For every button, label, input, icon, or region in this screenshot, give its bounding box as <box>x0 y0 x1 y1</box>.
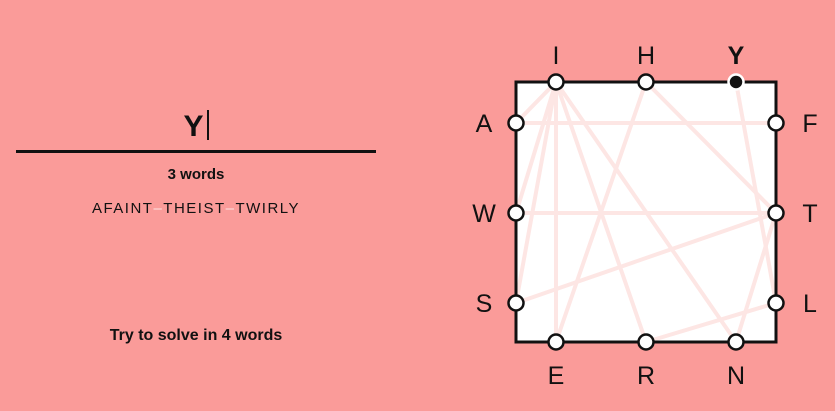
input-underline <box>16 150 376 153</box>
letter-label-e: E <box>548 362 565 390</box>
used-path-line <box>734 211 778 344</box>
letter-node-a[interactable] <box>507 114 525 132</box>
letter-node-w[interactable] <box>507 204 525 222</box>
word-separator: – <box>225 200 236 217</box>
letter-label-l: L <box>803 290 817 318</box>
letter-node-h[interactable] <box>637 73 655 91</box>
used-path-line <box>514 80 558 305</box>
letter-label-n: N <box>727 362 745 390</box>
letter-node-r[interactable] <box>637 333 655 351</box>
letter-label-s: S <box>476 290 493 318</box>
goal-text: Try to solve in 4 words <box>109 327 283 344</box>
letter-label-a: A <box>476 110 493 138</box>
letter-node-n[interactable] <box>727 333 745 351</box>
used-path-line <box>734 80 778 305</box>
used-path-line <box>514 80 558 125</box>
word-count: 3 words <box>167 166 225 183</box>
letter-label-w: W <box>472 200 496 228</box>
solved-word: AFAINT <box>91 200 154 217</box>
letter-label-t: T <box>802 200 817 228</box>
letter-node-i[interactable] <box>547 73 565 91</box>
used-path-line <box>514 80 558 215</box>
letter-label-h: H <box>637 42 655 70</box>
letter-box-board: I H Y E R N A W S F T L <box>460 30 835 400</box>
text-caret <box>206 110 209 140</box>
letter-box-svg: I H Y E R N A W S F T L <box>472 42 817 390</box>
letter-node-t[interactable] <box>767 204 785 222</box>
letter-label-i: I <box>553 42 560 70</box>
word-separator: – <box>153 200 164 217</box>
letter-label-f: F <box>802 110 817 138</box>
letter-label-y: Y <box>728 42 745 70</box>
used-path-line <box>514 211 778 305</box>
letter-node-l[interactable] <box>767 294 785 312</box>
letter-node-f[interactable] <box>767 114 785 132</box>
solved-word: TWIRLY <box>235 200 301 217</box>
solved-word: THEIST <box>163 200 226 217</box>
letter-node-s[interactable] <box>507 294 525 312</box>
word-input-area[interactable]: Y <box>16 104 376 154</box>
letter-label-r: R <box>637 362 655 390</box>
used-path-line <box>644 301 778 344</box>
letter-node-y[interactable] <box>727 73 745 91</box>
solved-word-list: AFAINT–THEIST–TWIRLY <box>16 200 376 217</box>
letter-node-e[interactable] <box>547 333 565 351</box>
left-panel: Y 3 words AFAINT–THEIST–TWIRLY Try to so… <box>16 0 376 411</box>
used-path-line <box>554 80 648 344</box>
current-word: Y <box>183 110 204 143</box>
